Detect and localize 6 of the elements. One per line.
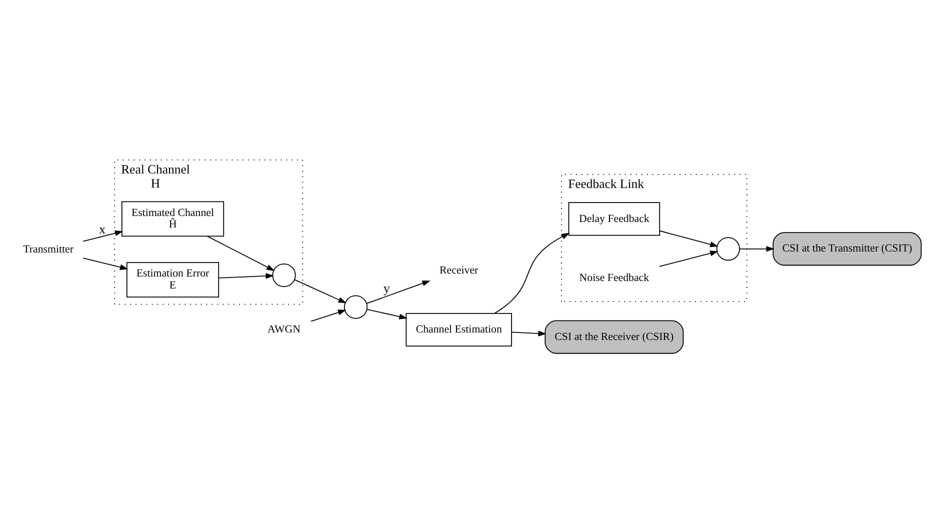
node-text: Noise Feedback xyxy=(579,272,650,284)
node-text: AWGN xyxy=(268,324,300,336)
node-text: Transmitter xyxy=(23,244,74,256)
edge-label: x xyxy=(99,222,106,237)
node-text: Receiver xyxy=(440,264,478,277)
edge-label: y xyxy=(383,282,390,296)
